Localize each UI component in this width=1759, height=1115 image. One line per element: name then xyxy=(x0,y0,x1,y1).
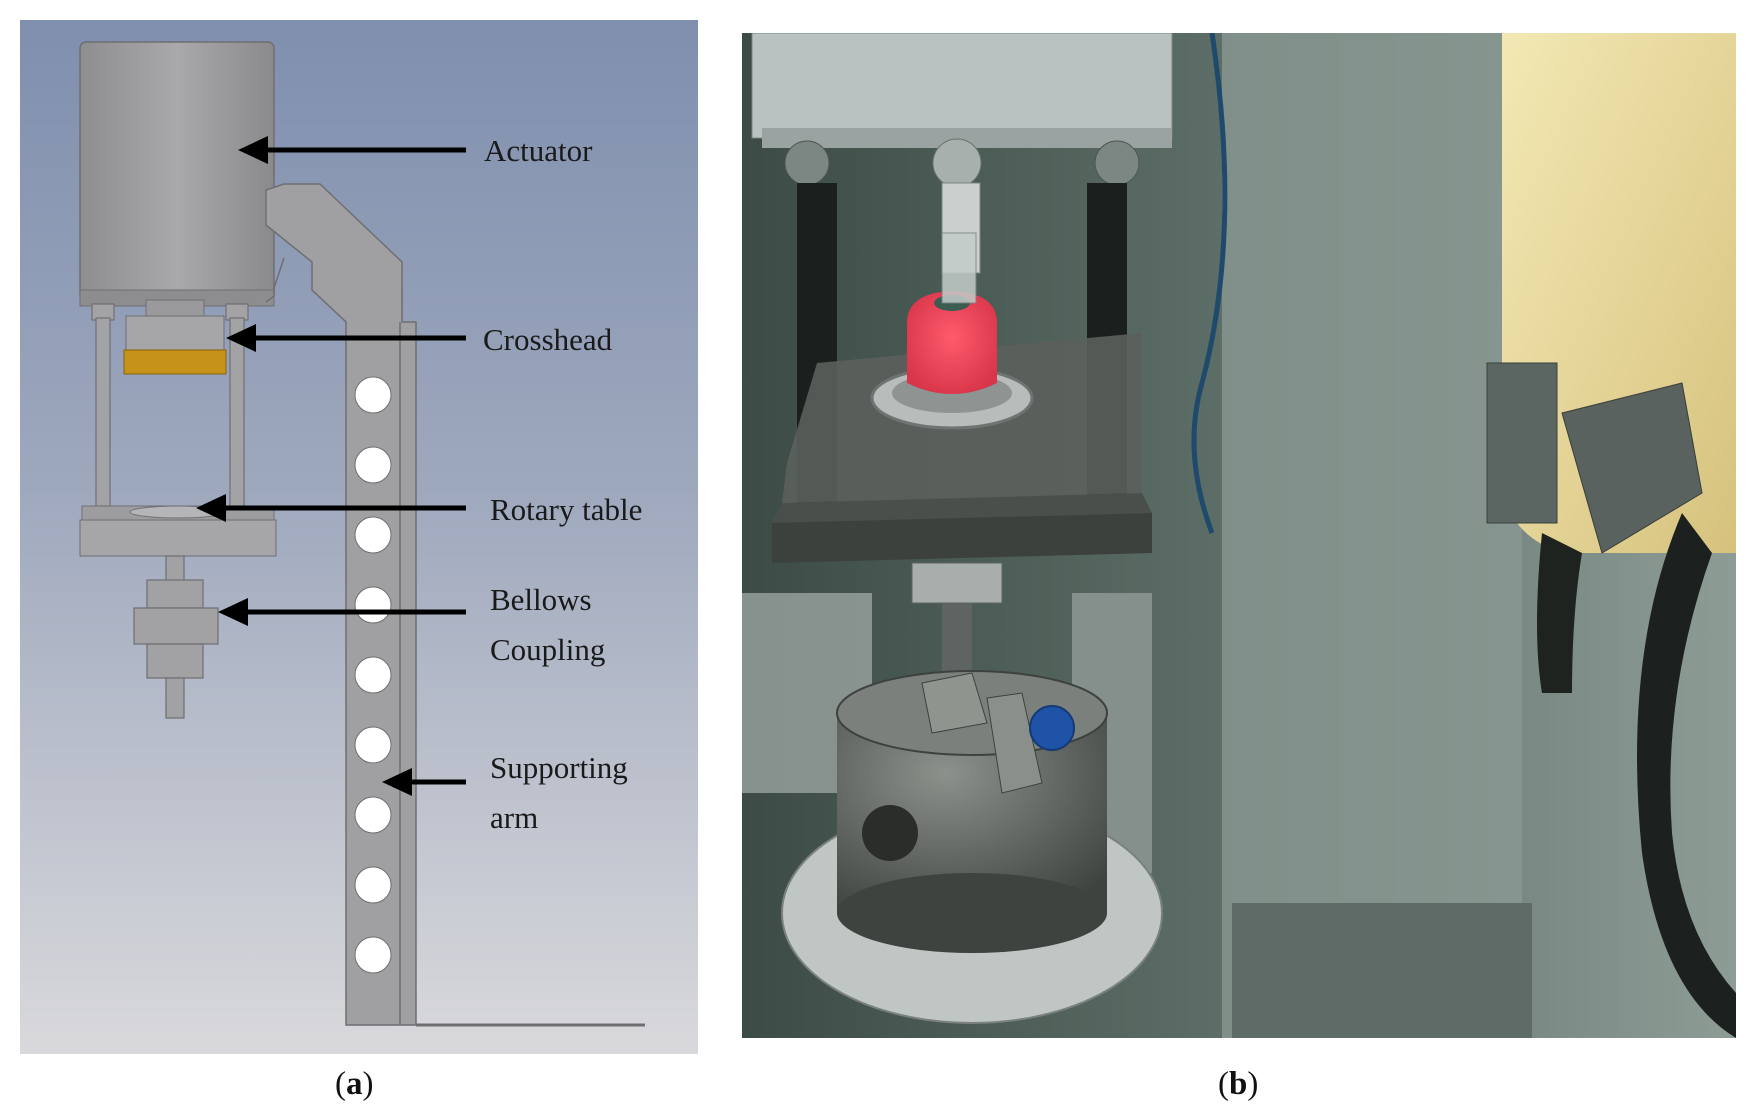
caption-b-letter: b xyxy=(1229,1066,1248,1102)
label-bellows-line2: Coupling xyxy=(490,632,605,667)
actuator xyxy=(79,41,275,307)
label-arm-line1: Supporting xyxy=(490,750,628,785)
enclosure-wall xyxy=(1222,33,1522,1038)
three-jaw-chuck xyxy=(781,670,1163,1024)
rotary-table xyxy=(79,505,277,557)
floor-rail xyxy=(1232,903,1532,1038)
label-arm-line2: arm xyxy=(490,800,538,835)
label-crosshead: Crosshead xyxy=(483,322,613,357)
cad-drawing: Actuator Crosshead Rotary table Bellows … xyxy=(20,20,698,1054)
label-bellows-line1: Bellows xyxy=(490,582,592,617)
label-rotary-table: Rotary table xyxy=(490,492,642,527)
callout-arrows xyxy=(196,136,466,796)
bellows-coupling xyxy=(133,555,219,719)
actuator-housing xyxy=(751,33,1173,274)
guide-rods xyxy=(91,303,249,507)
crosshead xyxy=(123,299,227,375)
photo-illustration xyxy=(742,33,1736,1038)
caption-a-letter: a xyxy=(346,1066,363,1102)
sponge-specimen xyxy=(907,291,997,394)
lower-coupling xyxy=(911,562,1003,604)
label-actuator: Actuator xyxy=(484,133,593,168)
lower-shaft xyxy=(942,603,972,683)
test-rig-photo xyxy=(742,33,1736,1038)
supporting-arm xyxy=(265,183,645,1027)
cad-drawing-panel: Actuator Crosshead Rotary table Bellows … xyxy=(20,20,698,1054)
camera-unit xyxy=(1486,33,1736,1038)
cable xyxy=(1191,33,1228,534)
blue-marker xyxy=(1029,705,1075,751)
caption-a: (a) xyxy=(335,1066,374,1102)
caption-b: (b) xyxy=(1218,1066,1259,1102)
